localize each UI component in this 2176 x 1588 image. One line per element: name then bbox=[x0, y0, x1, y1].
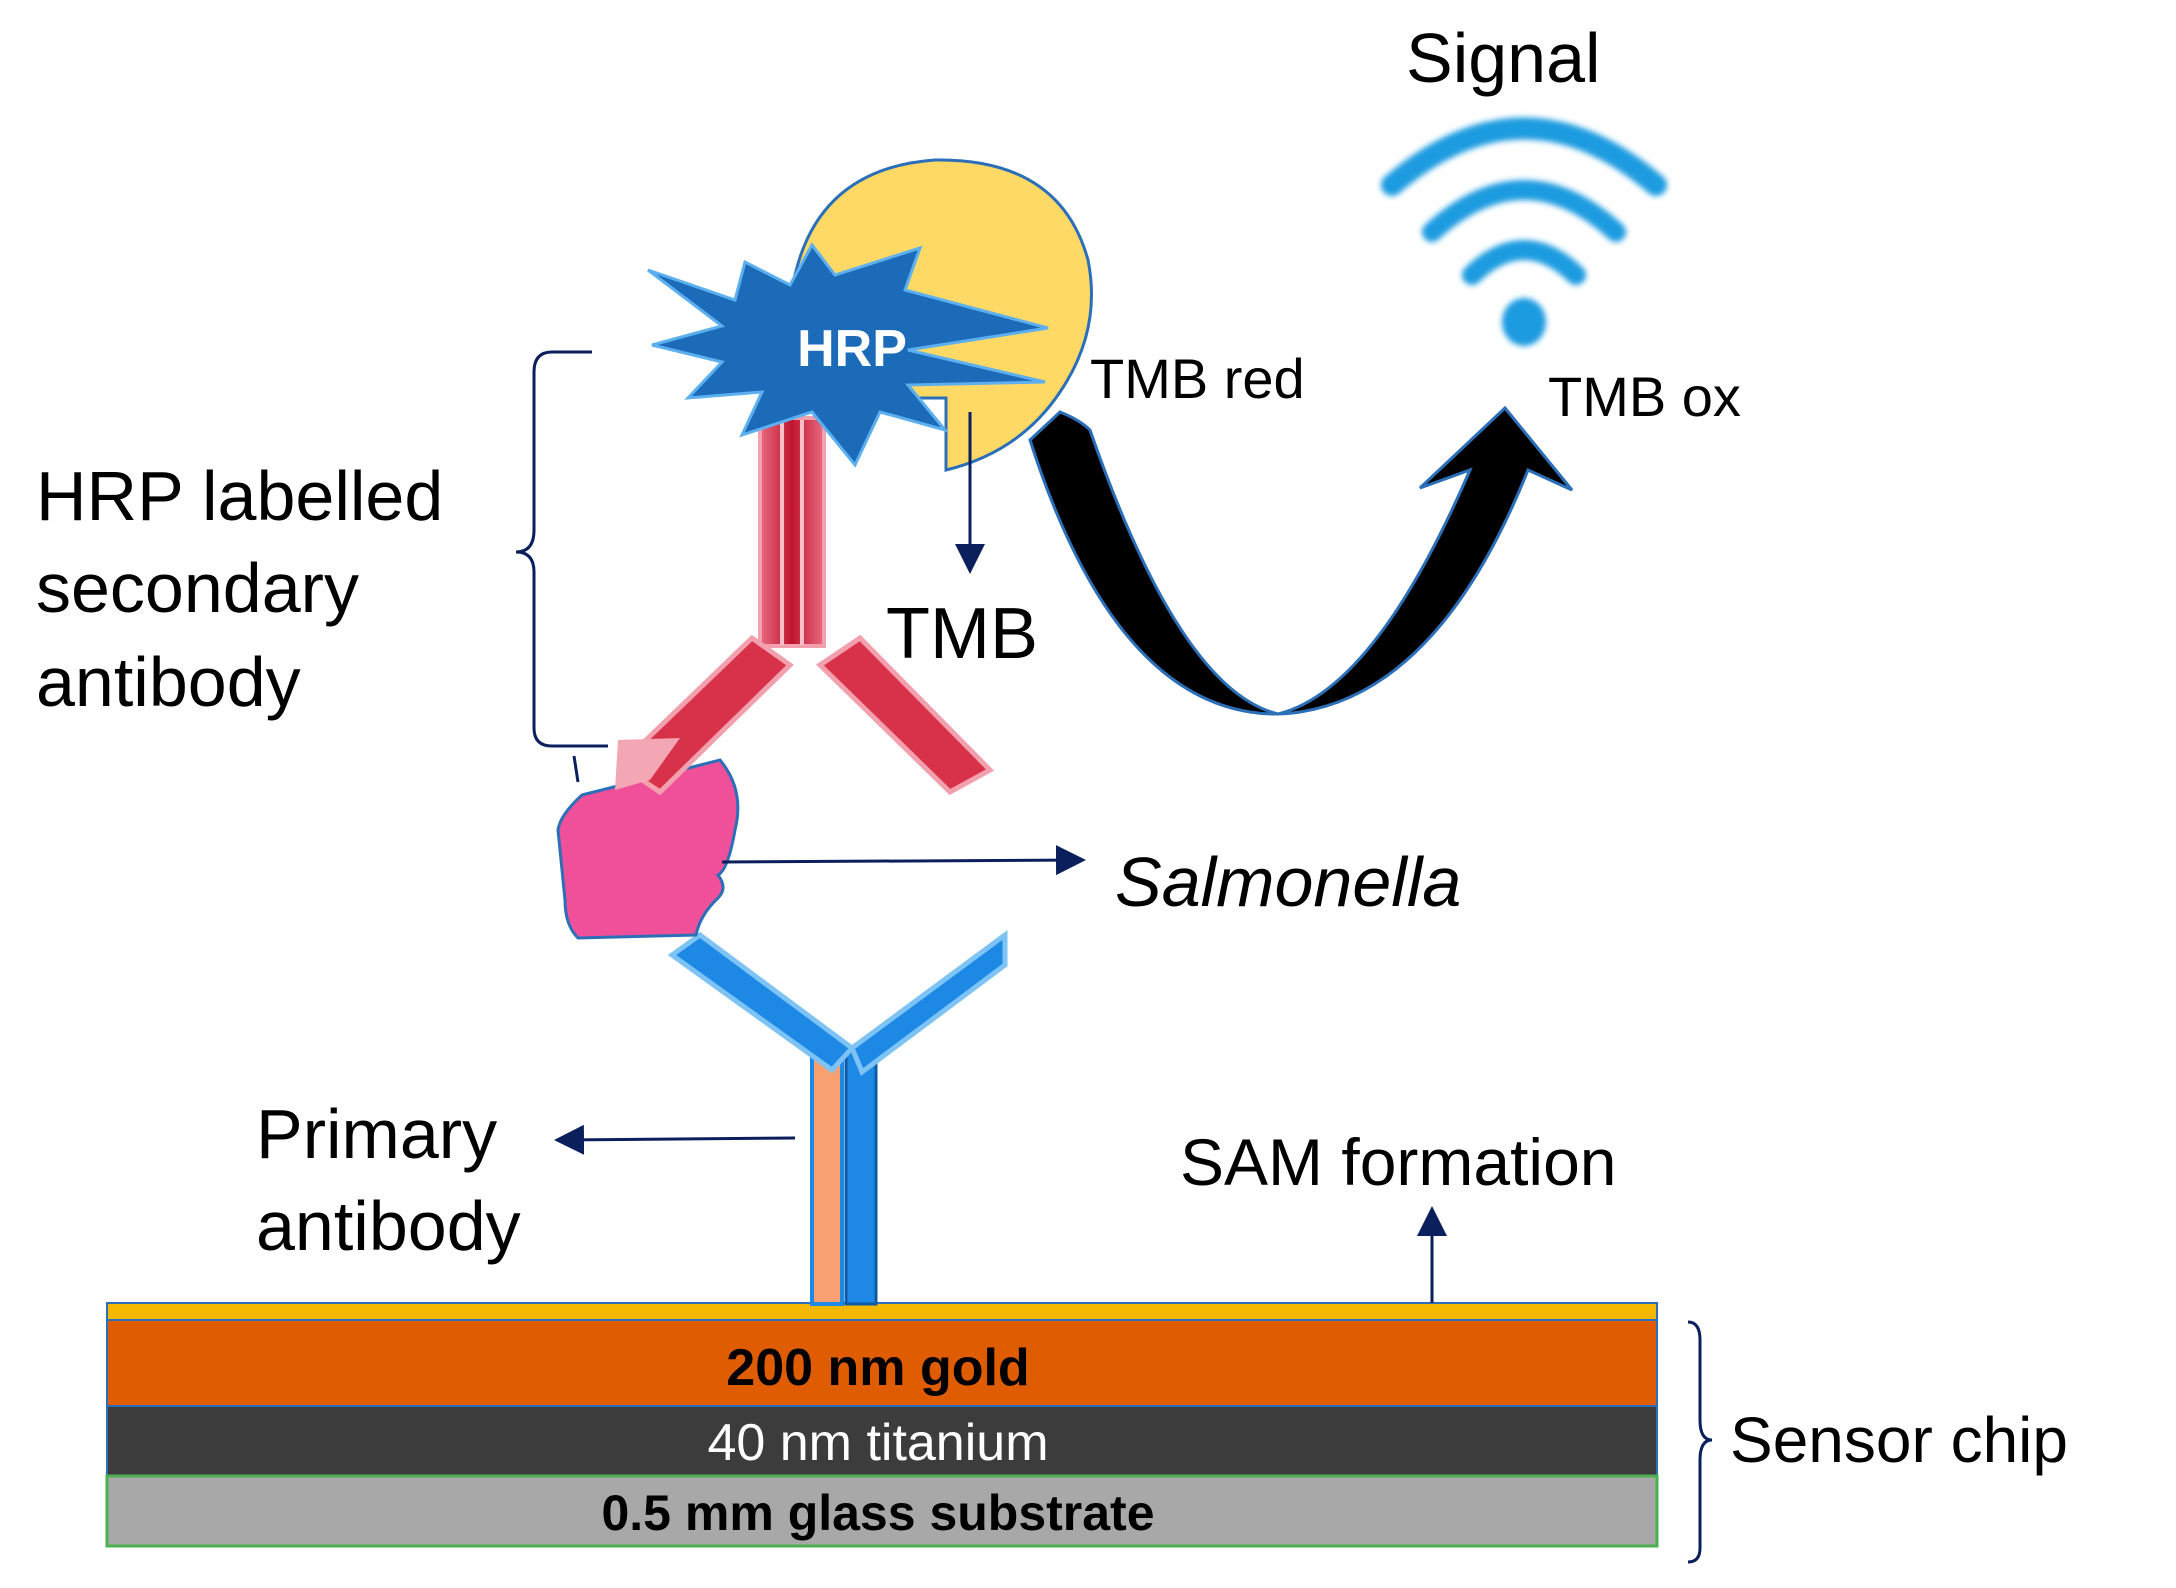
titanium-layer-label: 40 nm titanium bbox=[707, 1414, 1048, 1472]
hrp-labelled-bracket bbox=[515, 350, 608, 748]
titanium-layer bbox=[106, 1405, 1658, 1477]
sensor-chip-bracket bbox=[1687, 1320, 1713, 1564]
signal-wave-1 bbox=[1462, 240, 1586, 285]
sensor-chip-label: Sensor chip bbox=[1730, 1404, 2068, 1476]
tmb-red-label: TMB red bbox=[1090, 347, 1305, 410]
sam-formation-label: SAM formation bbox=[1180, 1125, 1616, 1199]
hrp-labelled-label-1: HRP labelled bbox=[36, 457, 443, 535]
primary-arm-left bbox=[667, 931, 856, 1074]
signal-wave-2 bbox=[1422, 180, 1626, 242]
gold-layer-label: 200 nm gold bbox=[726, 1339, 1029, 1397]
signal-icon bbox=[1381, 117, 1667, 346]
signal-wave-3 bbox=[1381, 117, 1667, 196]
primary-arm-right bbox=[848, 930, 1008, 1076]
salmonella-cell bbox=[556, 758, 740, 940]
primary-antibody-label-1: Primary bbox=[256, 1095, 497, 1173]
hrp-star bbox=[647, 242, 1049, 468]
glass-layer-label: 0.5 mm glass substrate bbox=[601, 1485, 1154, 1541]
gold-layer bbox=[106, 1319, 1658, 1407]
secondary-antibody bbox=[615, 416, 995, 796]
glass-layer bbox=[105, 1474, 1659, 1548]
hrp-label: HRP bbox=[797, 320, 907, 378]
hrp-labelled-label-2: secondary bbox=[36, 549, 359, 627]
signal-dot bbox=[1502, 298, 1546, 346]
salmonella-label: Salmonella bbox=[1115, 843, 1461, 921]
signal-label: Signal bbox=[1406, 19, 1601, 97]
primary-antibody bbox=[667, 930, 1008, 1306]
hrp-labelled-label-3: antibody bbox=[36, 643, 301, 721]
primary-antibody-arrow bbox=[554, 1124, 796, 1155]
tmb-ox-label: TMB ox bbox=[1548, 365, 1741, 428]
primary-stem-left bbox=[810, 1050, 844, 1306]
sam-layer bbox=[106, 1302, 1658, 1321]
primary-stem-right bbox=[844, 1050, 878, 1306]
salmonella-arrow bbox=[721, 845, 1086, 876]
sensor-chip: 200 nm gold 40 nm titanium 0.5 mm glass … bbox=[105, 1302, 1659, 1548]
tmb-label: TMB bbox=[886, 594, 1038, 674]
secondary-arm-right bbox=[816, 634, 995, 796]
primary-antibody-label-2: antibody bbox=[256, 1187, 521, 1265]
reaction-arrow bbox=[1028, 405, 1574, 716]
secondary-stem bbox=[758, 416, 826, 648]
secondary-arm-tip bbox=[615, 738, 680, 790]
